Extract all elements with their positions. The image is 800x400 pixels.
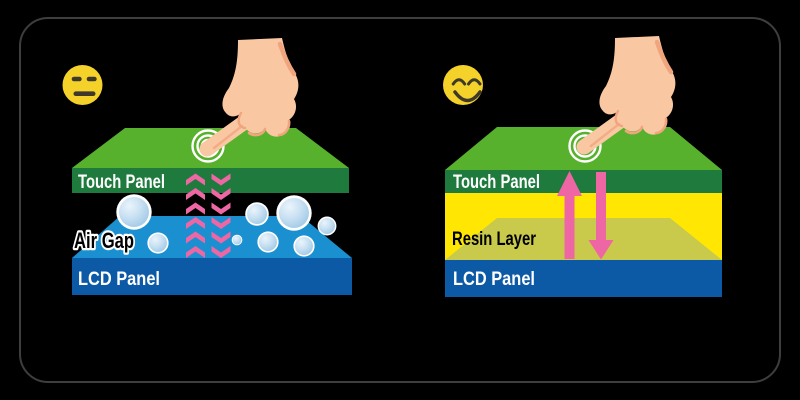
lcd-panel-label: LCD Panel bbox=[78, 268, 160, 290]
touch-panel-label: Touch Panel bbox=[78, 171, 165, 193]
panel-border bbox=[19, 17, 781, 383]
air-gap-stack: Touch Panel Air Gap LCD Panel bbox=[62, 38, 352, 295]
signal-arrow-down-icon bbox=[588, 172, 614, 260]
lcd-panel-front bbox=[445, 260, 722, 297]
resin-layer-label: Resin Layer bbox=[452, 228, 536, 250]
unamused-face-icon bbox=[62, 65, 103, 105]
touch-panel-label: Touch Panel bbox=[453, 171, 540, 193]
resin-layer-stack: Touch Panel Resin Layer LCD Panel bbox=[443, 36, 722, 297]
lcd-panel-label: LCD Panel bbox=[453, 268, 535, 290]
air-gap-label: Air Gap bbox=[74, 228, 134, 253]
smiling-face-icon bbox=[443, 65, 483, 105]
touch-panel-front bbox=[445, 170, 722, 193]
resin-layer-top-face bbox=[445, 218, 722, 260]
signal-arrow-up-icon bbox=[557, 171, 582, 259]
touch-panel-front bbox=[72, 168, 349, 193]
lcd-panel-front bbox=[72, 258, 352, 295]
